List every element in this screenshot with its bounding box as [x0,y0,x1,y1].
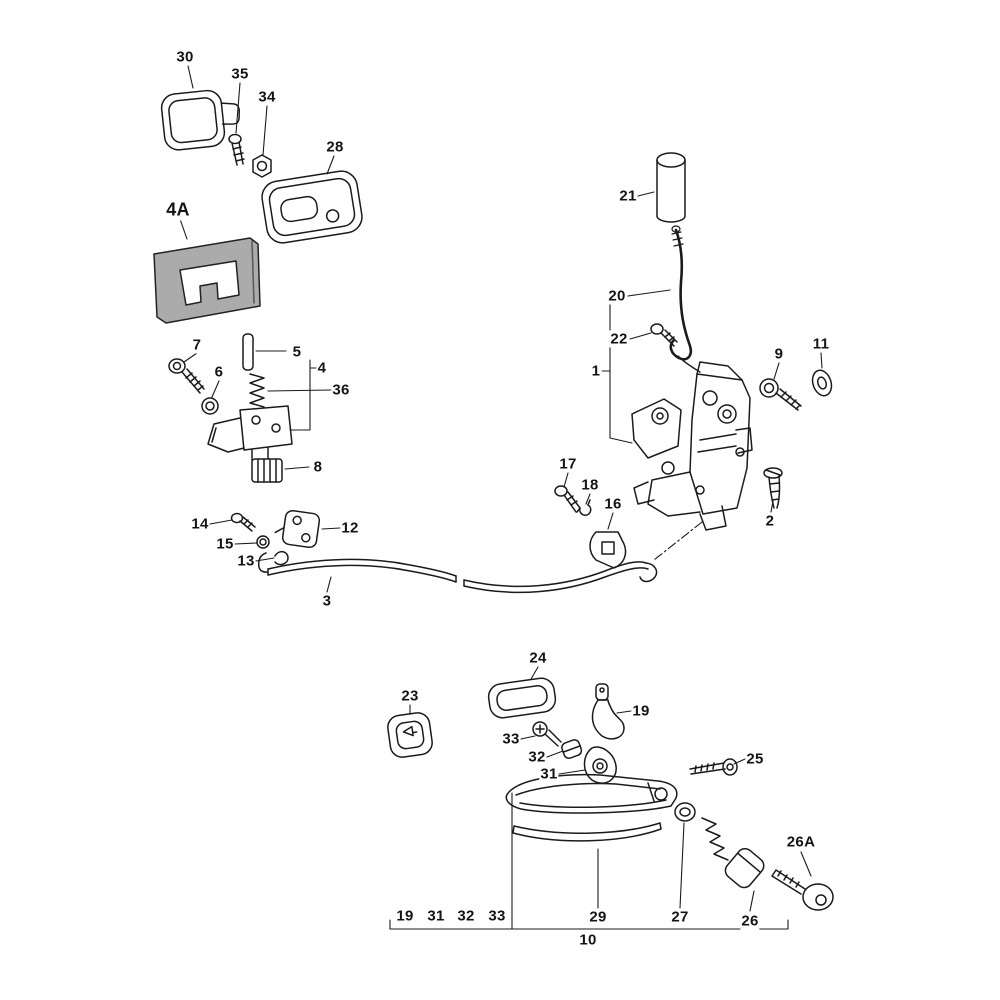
part-34-nut [252,154,272,178]
part-11-washer [811,369,833,397]
part-label-14: 14 [190,515,210,533]
part-label-4: 4 [316,359,328,377]
part-29-gasket-strip [512,822,662,842]
part-32-bushing [561,739,583,759]
part-label-8: 8 [312,458,324,476]
part-35-screw [228,133,245,166]
part-label-24: 24 [528,649,548,667]
part-label-30: 30 [175,48,195,66]
part-19-lever [591,683,625,740]
part-25-screw [689,758,738,776]
part-label-33: 33 [501,730,521,748]
part-27-washer [674,802,696,822]
part-label-26A: 26A [785,833,817,851]
part-21-lock-button [656,152,686,223]
part-17-screw [554,485,581,513]
part-29-door-handle [505,773,678,814]
part-3-rod [257,552,658,594]
part-15-washer [256,535,270,549]
part-14-screw [230,512,256,532]
part-label-27: 27 [670,908,690,926]
part-label-23: 23 [400,687,420,705]
part-label-6: 6 [213,363,225,381]
part-31-mount [583,746,617,784]
assembly-bracket-10 [389,792,789,930]
part-20-lock-rod [669,225,693,361]
part-label-32: 32 [456,907,476,925]
part-26-lock-cylinder [701,817,765,889]
part-36-spring [249,373,265,408]
part-label-36: 36 [331,381,351,399]
part-label-2: 2 [764,512,776,530]
part-22-screw [650,323,678,347]
part-label-31: 31 [539,765,559,783]
part-label-9: 9 [773,345,785,363]
part-label-15: 15 [215,535,235,553]
part-24-gasket [487,677,557,719]
part-label-34: 34 [257,88,277,106]
part-label-31: 31 [426,907,446,925]
part-label-33: 33 [487,907,507,925]
part-1-door-lock [631,355,753,531]
part-label-12: 12 [340,519,360,537]
leader-lines [179,65,823,912]
part-label-13: 13 [236,552,256,570]
part-label-19: 19 [631,702,651,720]
part-label-21: 21 [618,187,638,205]
part-label-26: 26 [740,912,760,930]
part-label-4A: 4A [165,199,191,221]
part-label-29: 29 [588,908,608,926]
part-label-18: 18 [580,476,600,494]
part-label-28: 28 [325,138,345,156]
part-23-gasket [387,712,433,758]
part-label-17: 17 [558,455,578,473]
part-7-bolt [168,358,205,394]
part-label-25: 25 [745,750,765,768]
part-12-bracket [274,509,321,549]
part-label-16: 16 [603,495,623,513]
part-label-1: 1 [590,362,602,380]
part-9-bolt [759,378,802,411]
part-8-clip [251,458,283,483]
part-26a-key [771,869,834,911]
part-2-screw [763,467,783,509]
part-label-19: 19 [395,907,415,925]
part-label-22: 22 [609,330,629,348]
part-label-35: 35 [230,65,250,83]
part-18-clip [576,499,592,516]
part-16-guide [589,531,627,569]
part-label-5: 5 [291,343,303,361]
part-label-10: 10 [578,931,598,949]
part-30-handle-cup [160,89,240,151]
part-6-washer [201,397,219,415]
part-33-screw [532,721,562,747]
part-label-20: 20 [607,287,627,305]
part-4a-frame [153,237,261,324]
part-label-11: 11 [811,335,831,353]
part-label-7: 7 [191,336,203,354]
part-13-clip [274,550,289,566]
part-28-bezel [261,170,363,244]
part-4-bracket-assembly [207,405,293,461]
part-label-32: 32 [527,748,547,766]
part-label-3: 3 [321,592,333,610]
part-5-pin [242,333,254,371]
